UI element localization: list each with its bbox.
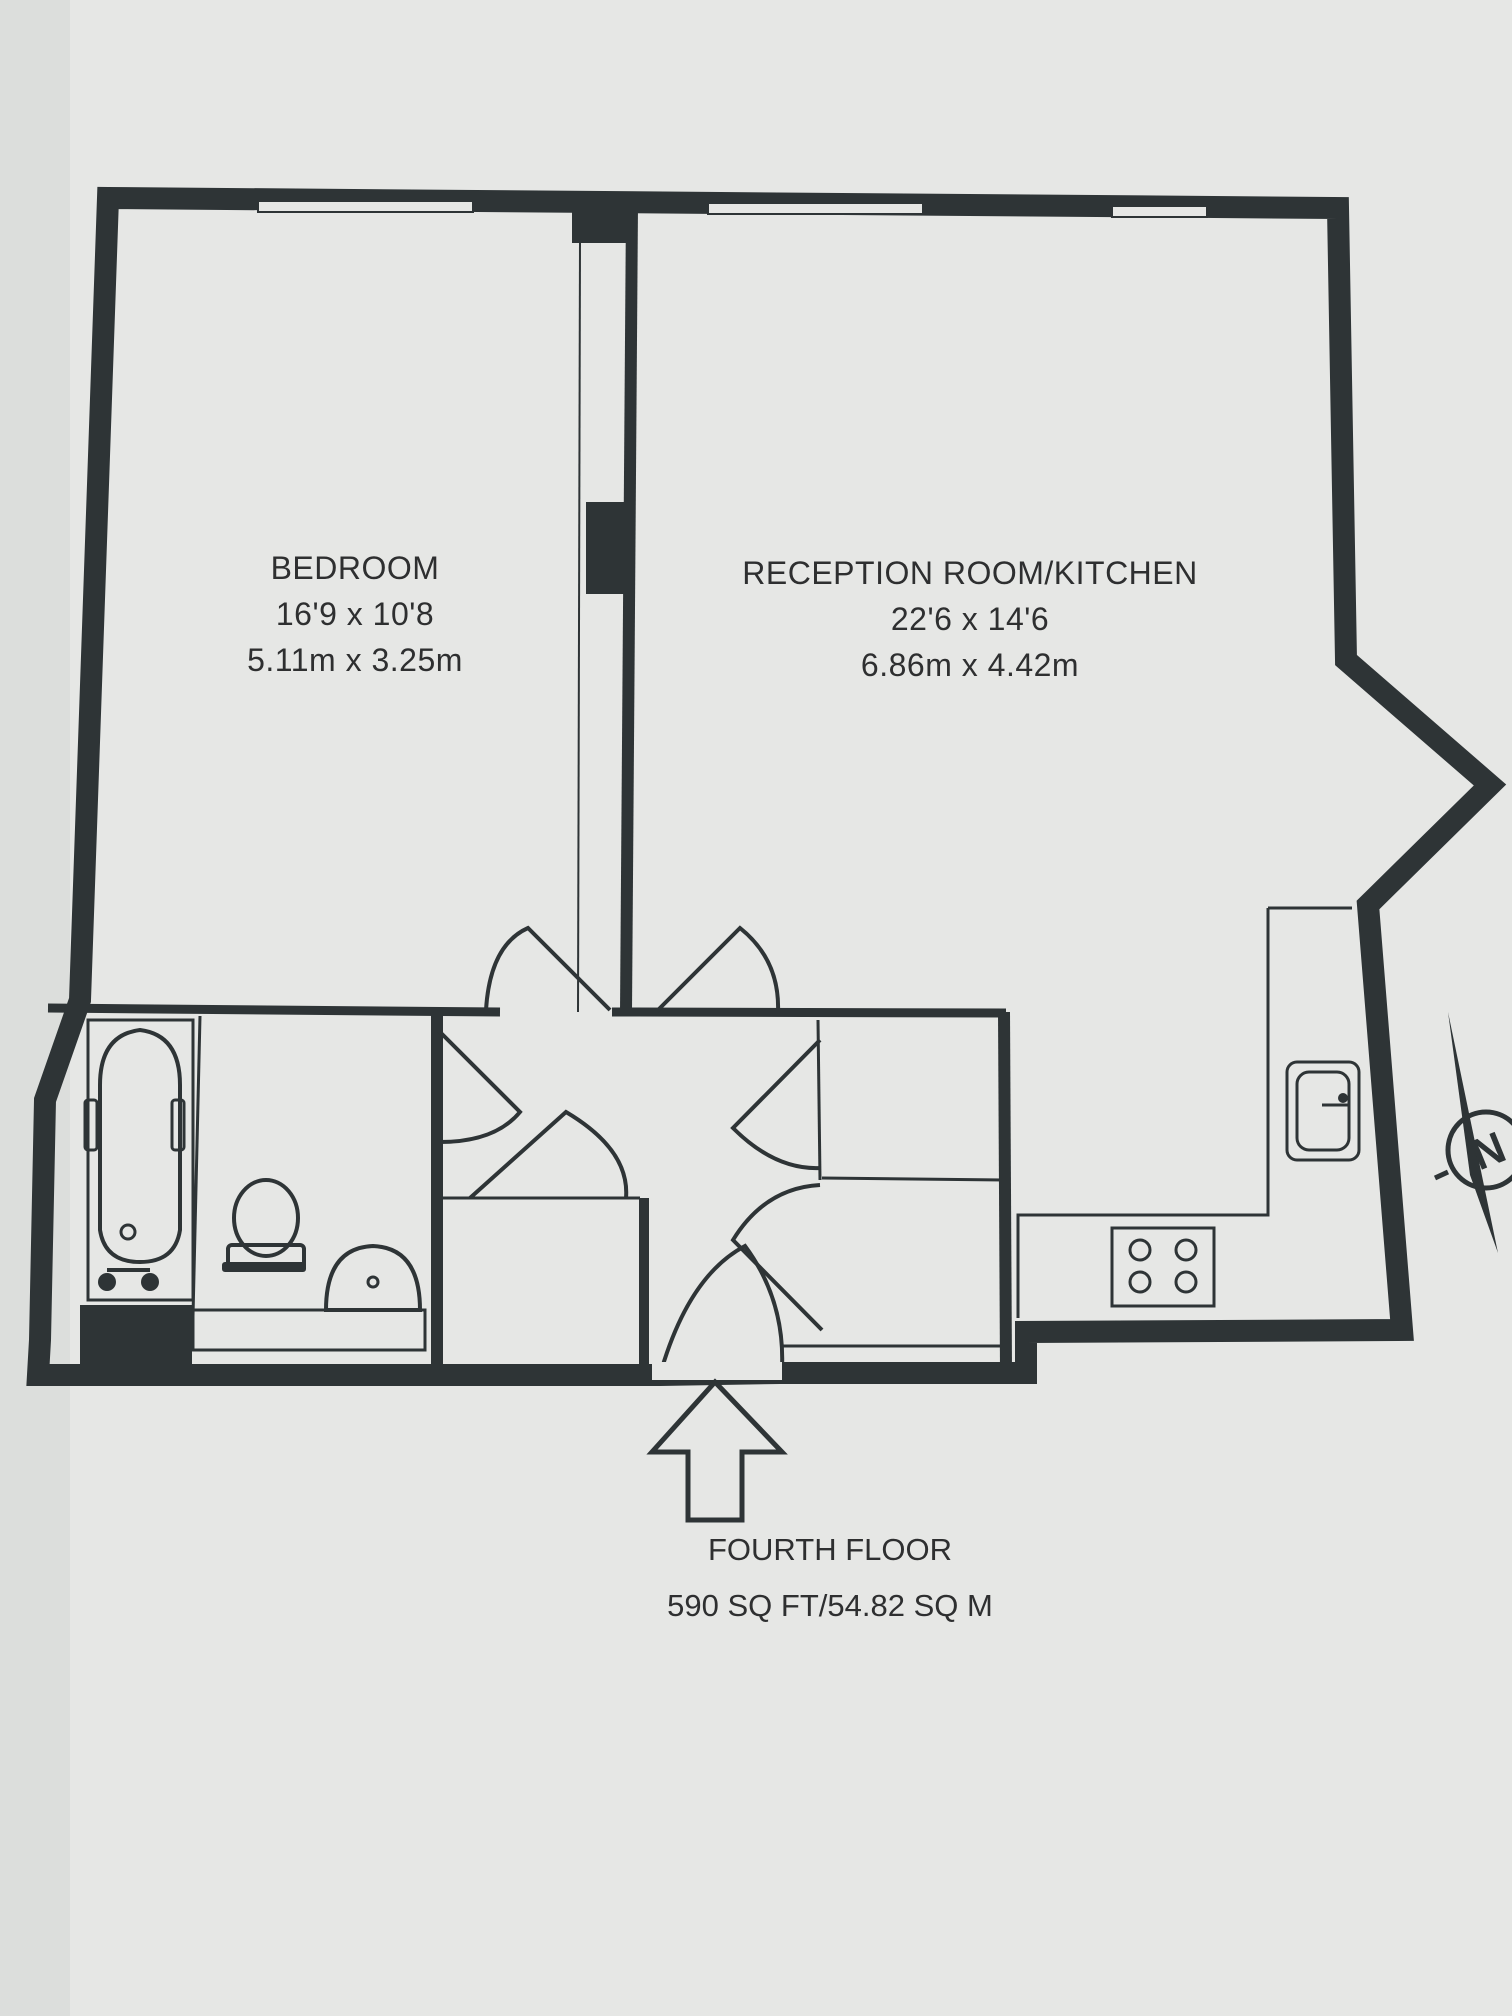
window-bedroom <box>257 200 474 213</box>
entrance-door <box>660 1243 785 1369</box>
bedroom-size-imperial: 16'9 x 10'8 <box>275 596 435 632</box>
wall-cupboards-left <box>816 1019 822 1181</box>
bedroom-size-metric: 5.11m x 3.25m <box>247 642 463 678</box>
reception-label: RECEPTION ROOM/KITCHEN 22'6 x 14'6 6.86m… <box>680 550 1260 688</box>
outer-wall <box>26 186 1507 1386</box>
bathroom-basin <box>323 1243 423 1312</box>
wall-corridor-cupboard <box>611 1007 1007 1018</box>
kitchen-counter <box>1016 908 1270 1318</box>
toilet-seat <box>222 1262 306 1272</box>
bath-drain <box>119 1223 137 1241</box>
wall-cupboards-right <box>998 1011 1012 1371</box>
hob-ring-4 <box>1174 1270 1198 1294</box>
hob-ring-3 <box>1128 1270 1152 1294</box>
entrance-gap <box>652 1362 782 1380</box>
basin-tap <box>366 1275 380 1289</box>
reception-name: RECEPTION ROOM/KITCHEN <box>742 555 1198 591</box>
hob-ring-2 <box>1174 1238 1198 1262</box>
reception-size-metric: 6.86m x 4.42m <box>860 647 1080 683</box>
bedroom-door <box>484 925 612 1012</box>
wall-bedroom-inner <box>577 241 581 1013</box>
floor-name: FOURTH FLOOR <box>708 1532 952 1567</box>
storage-door <box>468 1109 629 1200</box>
wall-bedroom-bathroom <box>47 1003 501 1017</box>
compass-north-icon: N <box>1433 1012 1512 1253</box>
bath-foot-right <box>141 1273 159 1291</box>
wall-cupboards-mid <box>821 1176 1005 1182</box>
cupboard-door-bottom <box>730 1183 824 1332</box>
entrance-arrow-icon <box>646 1378 788 1523</box>
bath-taps <box>83 1098 99 1152</box>
wall-pillar <box>586 502 634 594</box>
floor-label: FOURTH FLOOR 590 SQ FT/54.82 SQ M <box>560 1522 1100 1634</box>
bath-taps-right <box>170 1098 186 1152</box>
bedroom-name: BEDROOM <box>270 550 440 586</box>
window-reception-left <box>707 202 924 215</box>
hob-ring-1 <box>1128 1238 1152 1262</box>
bath-foot-left <box>98 1273 116 1291</box>
cupboard-door-top <box>730 1038 822 1171</box>
bath <box>86 1018 195 1302</box>
bedroom-label: BEDROOM 16'9 x 10'8 5.11m x 3.25m <box>195 545 515 683</box>
bathroom-recess <box>191 1308 427 1352</box>
kitchen-sink-bowl <box>1295 1070 1351 1152</box>
bathroom-door <box>436 1028 523 1144</box>
reception-size-imperial: 22'6 x 14'6 <box>890 601 1050 637</box>
hob <box>1110 1226 1216 1308</box>
floor-area: 590 SQ FT/54.82 SQ M <box>667 1588 993 1623</box>
wall-column-top <box>572 205 632 243</box>
wall-bedroom-reception <box>620 204 638 1013</box>
kitchen-sink <box>1285 1060 1361 1162</box>
reception-door <box>654 925 781 1014</box>
bath-tub <box>98 1027 182 1265</box>
window-reception-right <box>1111 205 1208 218</box>
bathroom-corner-block <box>80 1305 192 1367</box>
kitchen-sink-tap <box>1338 1093 1348 1103</box>
toilet-bowl <box>232 1178 300 1258</box>
